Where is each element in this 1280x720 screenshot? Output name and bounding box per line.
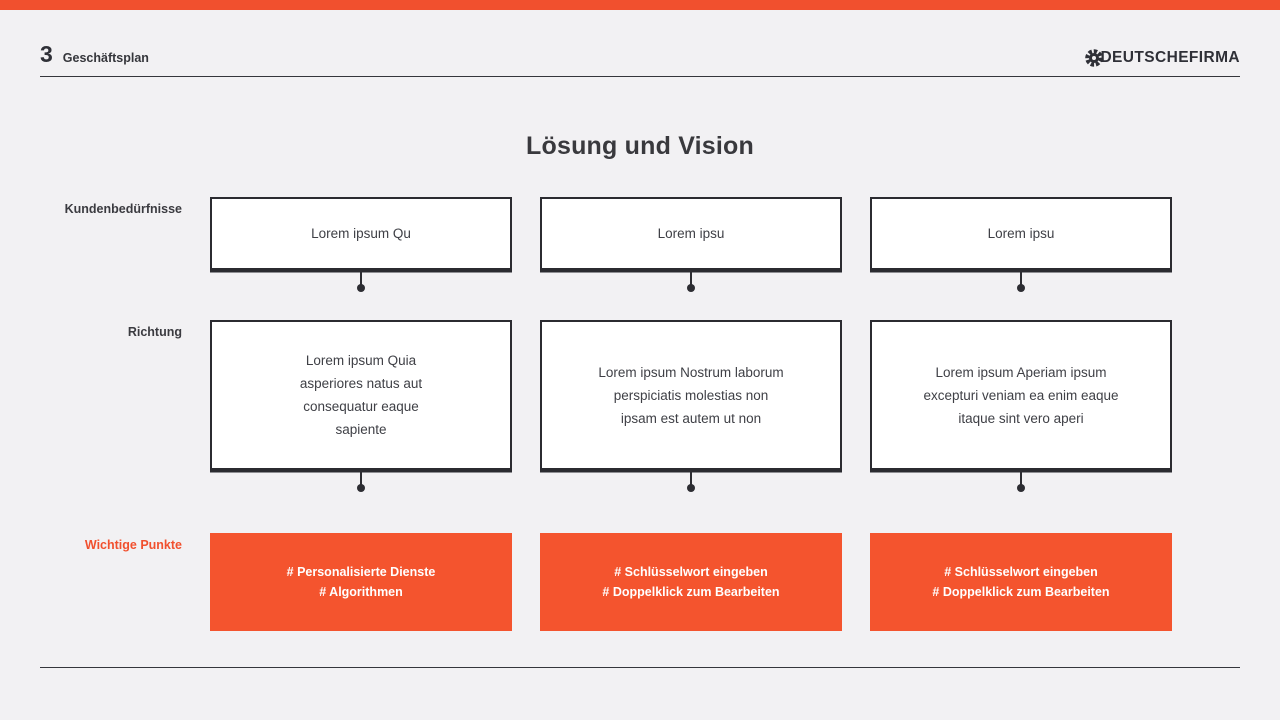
points-box-3[interactable]: # Schlüsselwort eingeben # Doppelklick z… — [870, 533, 1172, 631]
need-text: Lorem ipsu — [657, 226, 725, 241]
connector-dot — [357, 484, 365, 492]
need-text: Lorem ipsu — [987, 226, 1055, 241]
connector-6 — [870, 470, 1172, 533]
connector-line — [360, 470, 362, 485]
connector-5 — [540, 470, 842, 533]
slide-title[interactable]: Lösung und Vision — [526, 132, 754, 160]
connector-4 — [210, 470, 512, 533]
point-text: # Schlüsselwort eingeben — [614, 565, 768, 579]
row-label-wichtige-punkte[interactable]: Wichtige Punkte — [84, 538, 182, 552]
spacer — [40, 270, 182, 320]
slide-number: 3 — [40, 41, 53, 67]
points-box-2[interactable]: # Schlüsselwort eingeben # Doppelklick z… — [540, 533, 842, 631]
gear-icon — [1084, 48, 1104, 68]
connector-dot — [687, 284, 695, 292]
brand-logo: DEUTSCHEFIRMA — [1084, 48, 1240, 68]
direction-box-3[interactable]: Lorem ipsum Aperiam ipsum excepturi veni… — [870, 320, 1172, 470]
row-label-richtung[interactable]: Richtung — [127, 325, 182, 339]
direction-box-2[interactable]: Lorem ipsum Nostrum laborum perspiciatis… — [540, 320, 842, 470]
connector-line — [690, 470, 692, 485]
direction-box-1[interactable]: Lorem ipsum Quia asperiores natus aut co… — [210, 320, 512, 470]
brand-name: DEUTSCHEFIRMA — [1100, 49, 1240, 66]
points-box-1[interactable]: # Personalisierte Dienste # Algorithmen — [210, 533, 512, 631]
connector-3 — [870, 270, 1172, 320]
spacer — [40, 470, 182, 533]
matrix-diagram: Kundenbedürfnisse Lorem ipsum Qu Lorem i… — [40, 197, 1172, 631]
connector-dot — [1017, 284, 1025, 292]
need-text: Lorem ipsum Qu — [311, 226, 411, 241]
connector-2 — [540, 270, 842, 320]
footer-divider — [40, 667, 1240, 668]
direction-text: Lorem ipsum Aperiam ipsum excepturi veni… — [923, 364, 1119, 426]
slide-heading: 3 Geschäftsplan — [40, 41, 149, 68]
connector-line — [360, 270, 362, 285]
connector-1 — [210, 270, 512, 320]
point-text: # Doppelklick zum Bearbeiten — [602, 585, 780, 599]
direction-text: Lorem ipsum Quia asperiores natus aut co… — [299, 353, 423, 437]
point-text: # Doppelklick zum Bearbeiten — [932, 585, 1110, 599]
need-box-1[interactable]: Lorem ipsum Qu — [210, 197, 512, 270]
slide-label: Geschäftsplan — [62, 51, 149, 65]
connector-dot — [357, 284, 365, 292]
top-accent-bar — [0, 0, 1280, 10]
point-text: # Schlüsselwort eingeben — [944, 565, 1098, 579]
connector-line — [690, 270, 692, 285]
connector-dot — [1017, 484, 1025, 492]
header: 3 Geschäftsplan DEUTSCHEFIRMA — [40, 0, 1240, 77]
need-box-3[interactable]: Lorem ipsu — [870, 197, 1172, 270]
need-box-2[interactable]: Lorem ipsu — [540, 197, 842, 270]
row-label-kundenbeduerfnisse[interactable]: Kundenbedürfnisse — [64, 202, 182, 216]
point-text: # Personalisierte Dienste — [286, 565, 436, 579]
connector-line — [1020, 270, 1022, 285]
connector-line — [1020, 470, 1022, 485]
connector-dot — [687, 484, 695, 492]
point-text: # Algorithmen — [319, 585, 403, 599]
direction-text: Lorem ipsum Nostrum laborum perspiciatis… — [598, 364, 784, 426]
